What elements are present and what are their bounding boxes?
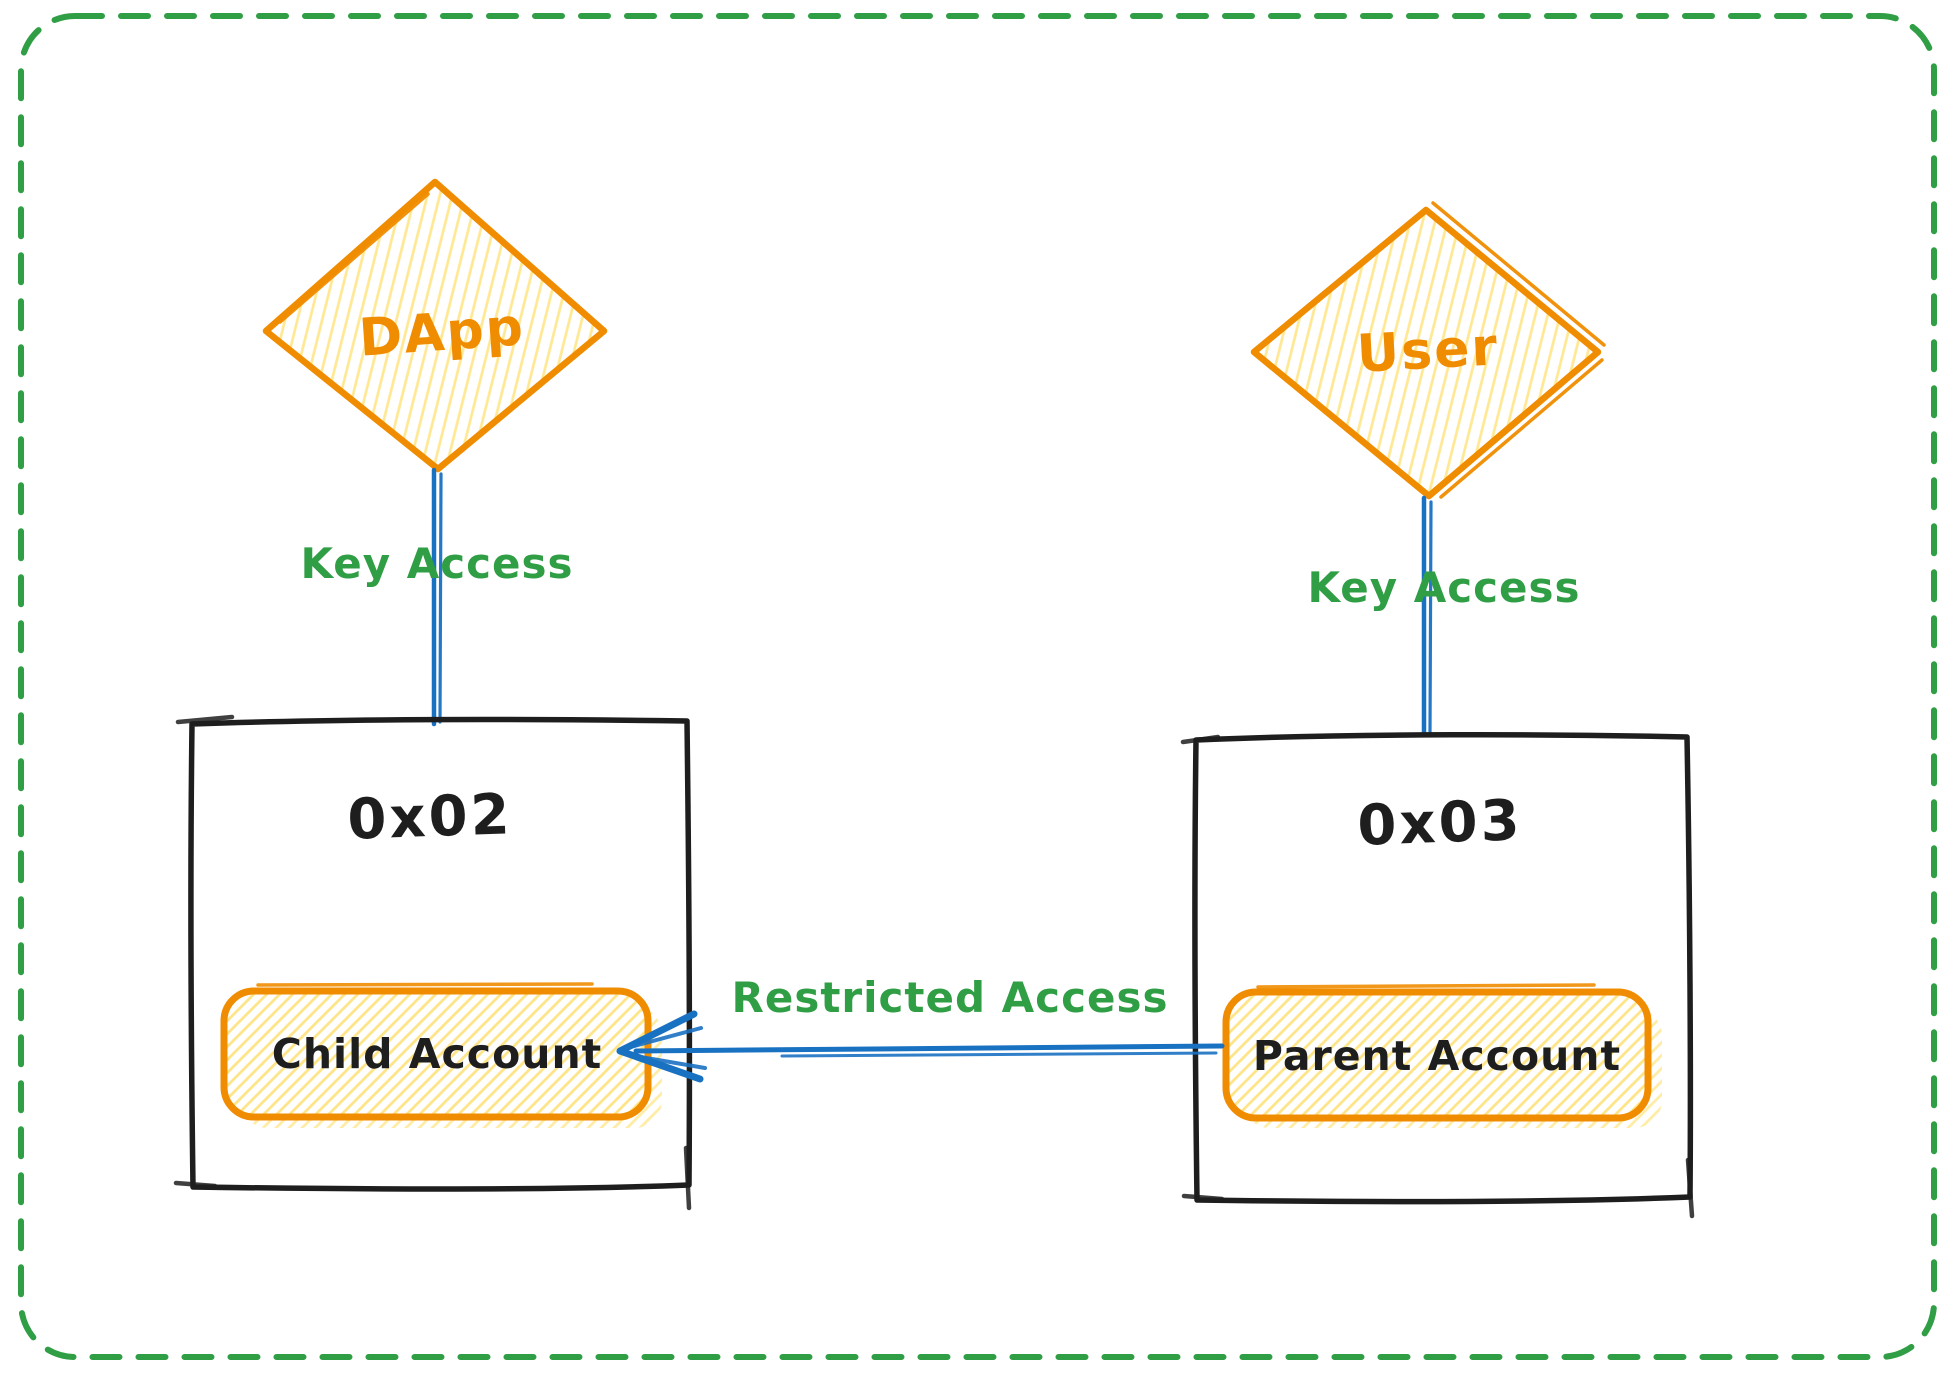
user-diamond-outline [1250, 206, 1602, 500]
user-node: User [1250, 201, 1606, 500]
child-account-label: Child Account [272, 1030, 603, 1078]
account-box-0x03-sketch-stroke [1180, 734, 1695, 1219]
restricted-access-edge: Restricted Access [616, 973, 1225, 1083]
child-account-outline [220, 987, 652, 1121]
parent-account-node: Parent Account [1222, 983, 1662, 1128]
account-box-0x02-sketch-stroke [173, 714, 692, 1211]
child-account-hatch [224, 991, 648, 1117]
dapp-key-access-label: Key Access [300, 539, 573, 588]
child-account-sketch-stroke [256, 982, 594, 987]
account-box-0x02-label: 0x02 [346, 782, 513, 853]
user-key-access-label: Key Access [1307, 563, 1580, 612]
dapp-label: DApp [357, 297, 527, 368]
restricted-access-line [633, 1043, 1225, 1054]
account-box-0x03: 0x03 Parent Account [1180, 731, 1695, 1219]
restricted-access-label: Restricted Access [732, 973, 1169, 1022]
user-key-access-edge: Key Access [1307, 495, 1580, 738]
parent-account-label: Parent Account [1253, 1032, 1621, 1080]
restricted-access-line-overdraw [780, 1051, 1218, 1058]
user-key-access-line-overdraw [1428, 500, 1433, 735]
canvas-border [18, 13, 1937, 1360]
user-label: User [1355, 317, 1500, 384]
restricted-access-arrowhead-overdraw [625, 1026, 707, 1070]
dapp-key-access-line-overdraw [438, 472, 443, 724]
user-diamond-sketch-stroke [1431, 201, 1606, 499]
dapp-node: DApp [262, 178, 608, 473]
parent-account-outline [1222, 988, 1652, 1122]
account-box-0x03-label: 0x03 [1356, 788, 1523, 859]
account-box-0x02: 0x02 Child Account [173, 714, 693, 1211]
parent-account-hatch [1226, 992, 1648, 1118]
child-account-node: Child Account [220, 982, 662, 1128]
parent-account-sketch-stroke [1256, 983, 1596, 989]
dapp-diamond-sketch-stroke [278, 191, 596, 326]
dapp-key-access-edge: Key Access [300, 467, 573, 727]
